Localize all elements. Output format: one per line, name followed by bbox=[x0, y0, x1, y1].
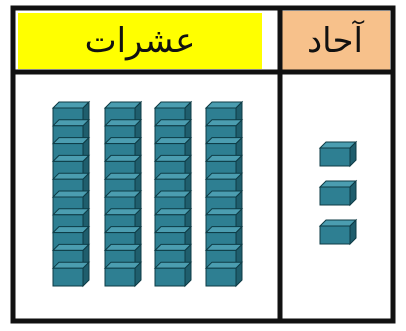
tens-rod bbox=[204, 100, 244, 288]
ones-blocks bbox=[318, 140, 358, 246]
ones-unit-cube bbox=[318, 218, 358, 246]
tens-rod bbox=[51, 100, 91, 288]
tens-header-highlight bbox=[18, 13, 262, 69]
ones-header-cell bbox=[280, 11, 390, 71]
ones-unit-cube bbox=[318, 140, 358, 168]
tens-rod-cube bbox=[153, 260, 193, 288]
tens-header-label: عشرات bbox=[85, 21, 196, 61]
ones-header-label: آحاد bbox=[307, 20, 365, 61]
tens-rod bbox=[153, 100, 193, 288]
tens-rod-cube bbox=[103, 260, 143, 288]
tens-rod-cube bbox=[51, 260, 91, 288]
ones-unit-cube bbox=[318, 179, 358, 207]
tens-blocks bbox=[51, 100, 244, 288]
tens-rod-cube bbox=[204, 260, 244, 288]
tens-rod bbox=[103, 100, 143, 288]
